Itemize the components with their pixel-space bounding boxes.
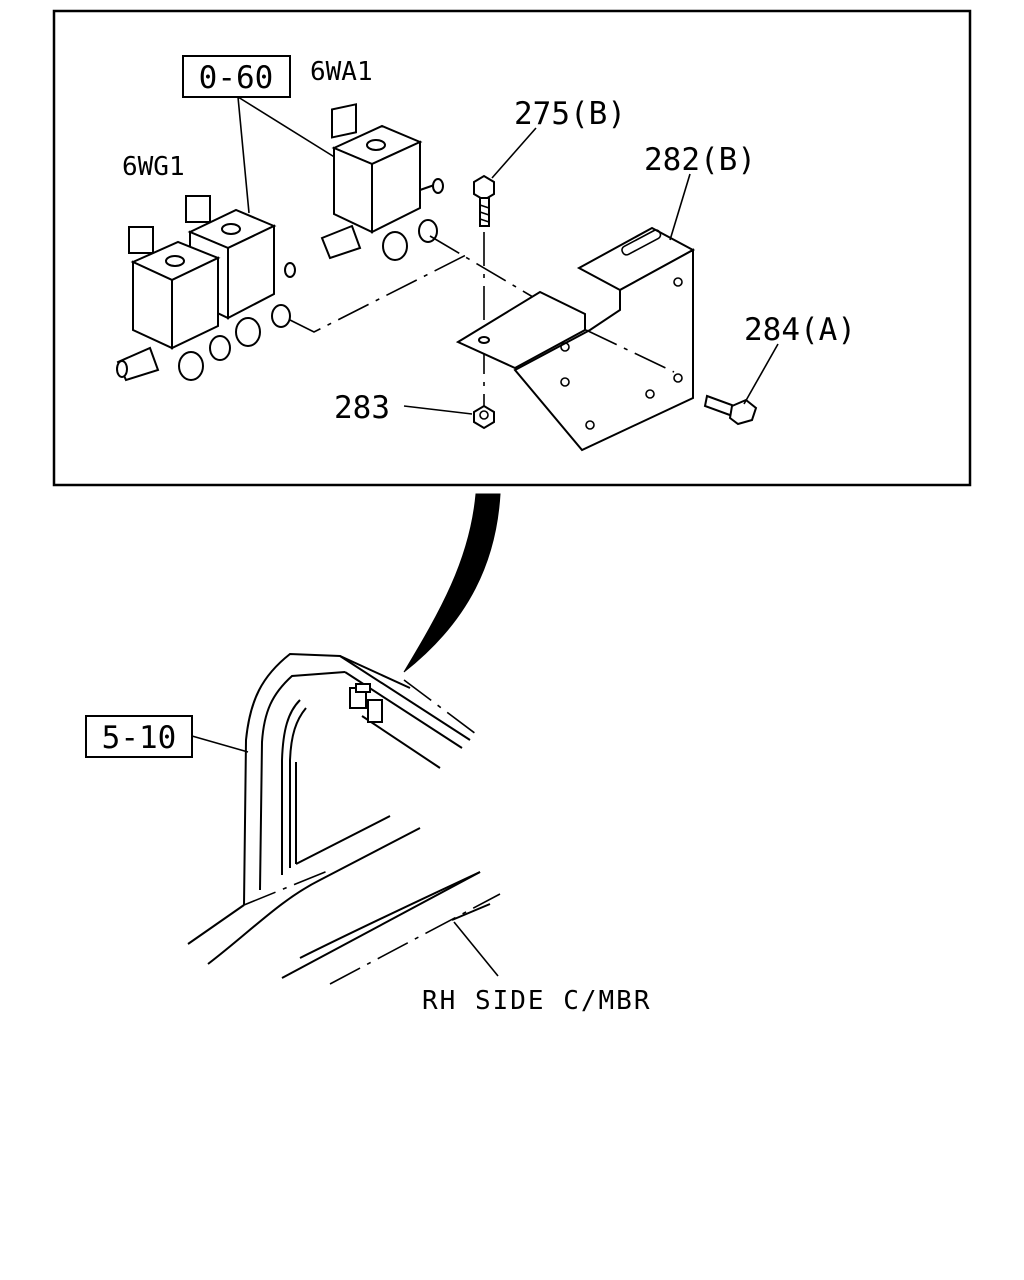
part-label-284a: 284(A)	[744, 312, 856, 348]
valve-label-6wg1: 6WG1	[122, 152, 185, 182]
axis-bracket	[585, 329, 675, 373]
bolt-284a	[703, 394, 758, 426]
part-label-283: 283	[334, 390, 390, 426]
assembly-line-valves	[289, 251, 473, 333]
bolt-275b	[473, 174, 495, 227]
leader-283	[403, 405, 473, 415]
leader-5-10	[191, 735, 249, 753]
valve-label-6wa1: 6WA1	[310, 57, 373, 87]
solenoid-valve-6wg1-front	[116, 226, 231, 382]
part-label-282b: 282(B)	[644, 142, 756, 178]
leader-284a	[743, 343, 779, 405]
bracket-282b	[455, 226, 696, 452]
ref-box-5-10	[85, 715, 193, 758]
leader-0-60-b	[237, 96, 337, 159]
leader-275b	[491, 127, 537, 179]
rh-side-label: RH SIDE C/MBR	[422, 986, 652, 1016]
ref-box-0-60	[182, 55, 291, 98]
leader-0-60-a	[237, 96, 250, 214]
part-label-275b: 275(B)	[514, 96, 626, 132]
frame-overview	[187, 652, 501, 985]
zoom-pointer	[403, 493, 501, 673]
solenoid-valve-6wg1-rear	[185, 195, 296, 347]
solenoid-valve-6wa1	[320, 103, 444, 261]
assembly-line-upper	[429, 235, 539, 301]
nut-283	[473, 404, 495, 430]
ref-label-5-10: 5-10	[102, 720, 177, 756]
ref-label-0-60: 0-60	[199, 60, 274, 96]
leader-rh-side	[453, 921, 499, 977]
leader-282b	[669, 173, 691, 241]
